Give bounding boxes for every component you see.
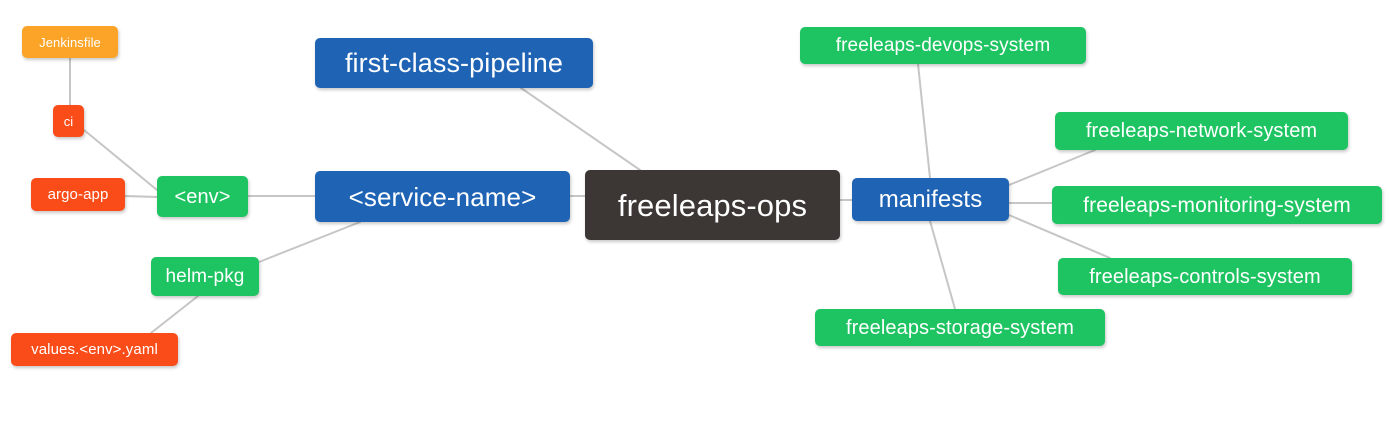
node-label-freeleaps-network-system: freeleaps-network-system bbox=[1085, 120, 1318, 142]
node-label-freeleaps-ops: freeleaps-ops bbox=[617, 187, 808, 223]
node-env[interactable]: <env> bbox=[157, 176, 248, 217]
node-label-freeleaps-monitoring-system: freeleaps-monitoring-system bbox=[1083, 193, 1351, 217]
node-label-values-yaml: values.<env>.yaml bbox=[31, 341, 158, 358]
node-jenkinsfile[interactable]: Jenkinsfile bbox=[22, 26, 118, 58]
edge-argo-app-to-env bbox=[124, 195, 158, 198]
edge-manifests-to-freeleaps-network-system bbox=[1008, 149, 1096, 186]
node-freeleaps-monitoring-system[interactable]: freeleaps-monitoring-system bbox=[1052, 186, 1382, 224]
node-label-argo-app: argo-app bbox=[47, 186, 109, 203]
node-label-freeleaps-devops-system: freeleaps-devops-system bbox=[835, 35, 1051, 56]
node-freeleaps-network-system[interactable]: freeleaps-network-system bbox=[1055, 112, 1348, 150]
node-label-manifests: manifests bbox=[878, 185, 983, 213]
edge-manifests-to-freeleaps-devops-system bbox=[917, 63, 931, 179]
node-argo-app[interactable]: argo-app bbox=[31, 178, 125, 211]
node-service-name[interactable]: <service-name> bbox=[315, 171, 570, 222]
node-freeleaps-devops-system[interactable]: freeleaps-devops-system bbox=[800, 27, 1086, 64]
node-freeleaps-ops[interactable]: freeleaps-ops bbox=[585, 170, 840, 240]
node-label-jenkinsfile: Jenkinsfile bbox=[39, 34, 101, 50]
node-first-class-pipeline[interactable]: first-class-pipeline bbox=[315, 38, 593, 88]
node-freeleaps-controls-system[interactable]: freeleaps-controls-system bbox=[1058, 258, 1352, 295]
node-values-yaml[interactable]: values.<env>.yaml bbox=[11, 333, 178, 366]
node-freeleaps-storage-system[interactable]: freeleaps-storage-system bbox=[815, 309, 1105, 346]
node-label-service-name: <service-name> bbox=[348, 181, 537, 212]
node-label-freeleaps-controls-system: freeleaps-controls-system bbox=[1089, 265, 1321, 288]
node-manifests[interactable]: manifests bbox=[852, 178, 1009, 221]
node-label-ci: ci bbox=[63, 113, 74, 129]
node-label-first-class-pipeline: first-class-pipeline bbox=[344, 47, 564, 78]
node-label-helm-pkg: helm-pkg bbox=[165, 266, 245, 287]
edge-values-yaml-to-helm-pkg bbox=[150, 295, 199, 334]
node-label-env: <env> bbox=[174, 185, 231, 208]
node-helm-pkg[interactable]: helm-pkg bbox=[151, 257, 259, 296]
node-label-freeleaps-storage-system: freeleaps-storage-system bbox=[845, 316, 1075, 339]
node-ci[interactable]: ci bbox=[53, 105, 84, 137]
edge-manifests-to-freeleaps-storage-system bbox=[929, 220, 956, 310]
edge-first-class-pipeline-to-freeleaps-ops bbox=[520, 87, 641, 171]
edge-helm-pkg-to-service-name bbox=[258, 221, 361, 263]
